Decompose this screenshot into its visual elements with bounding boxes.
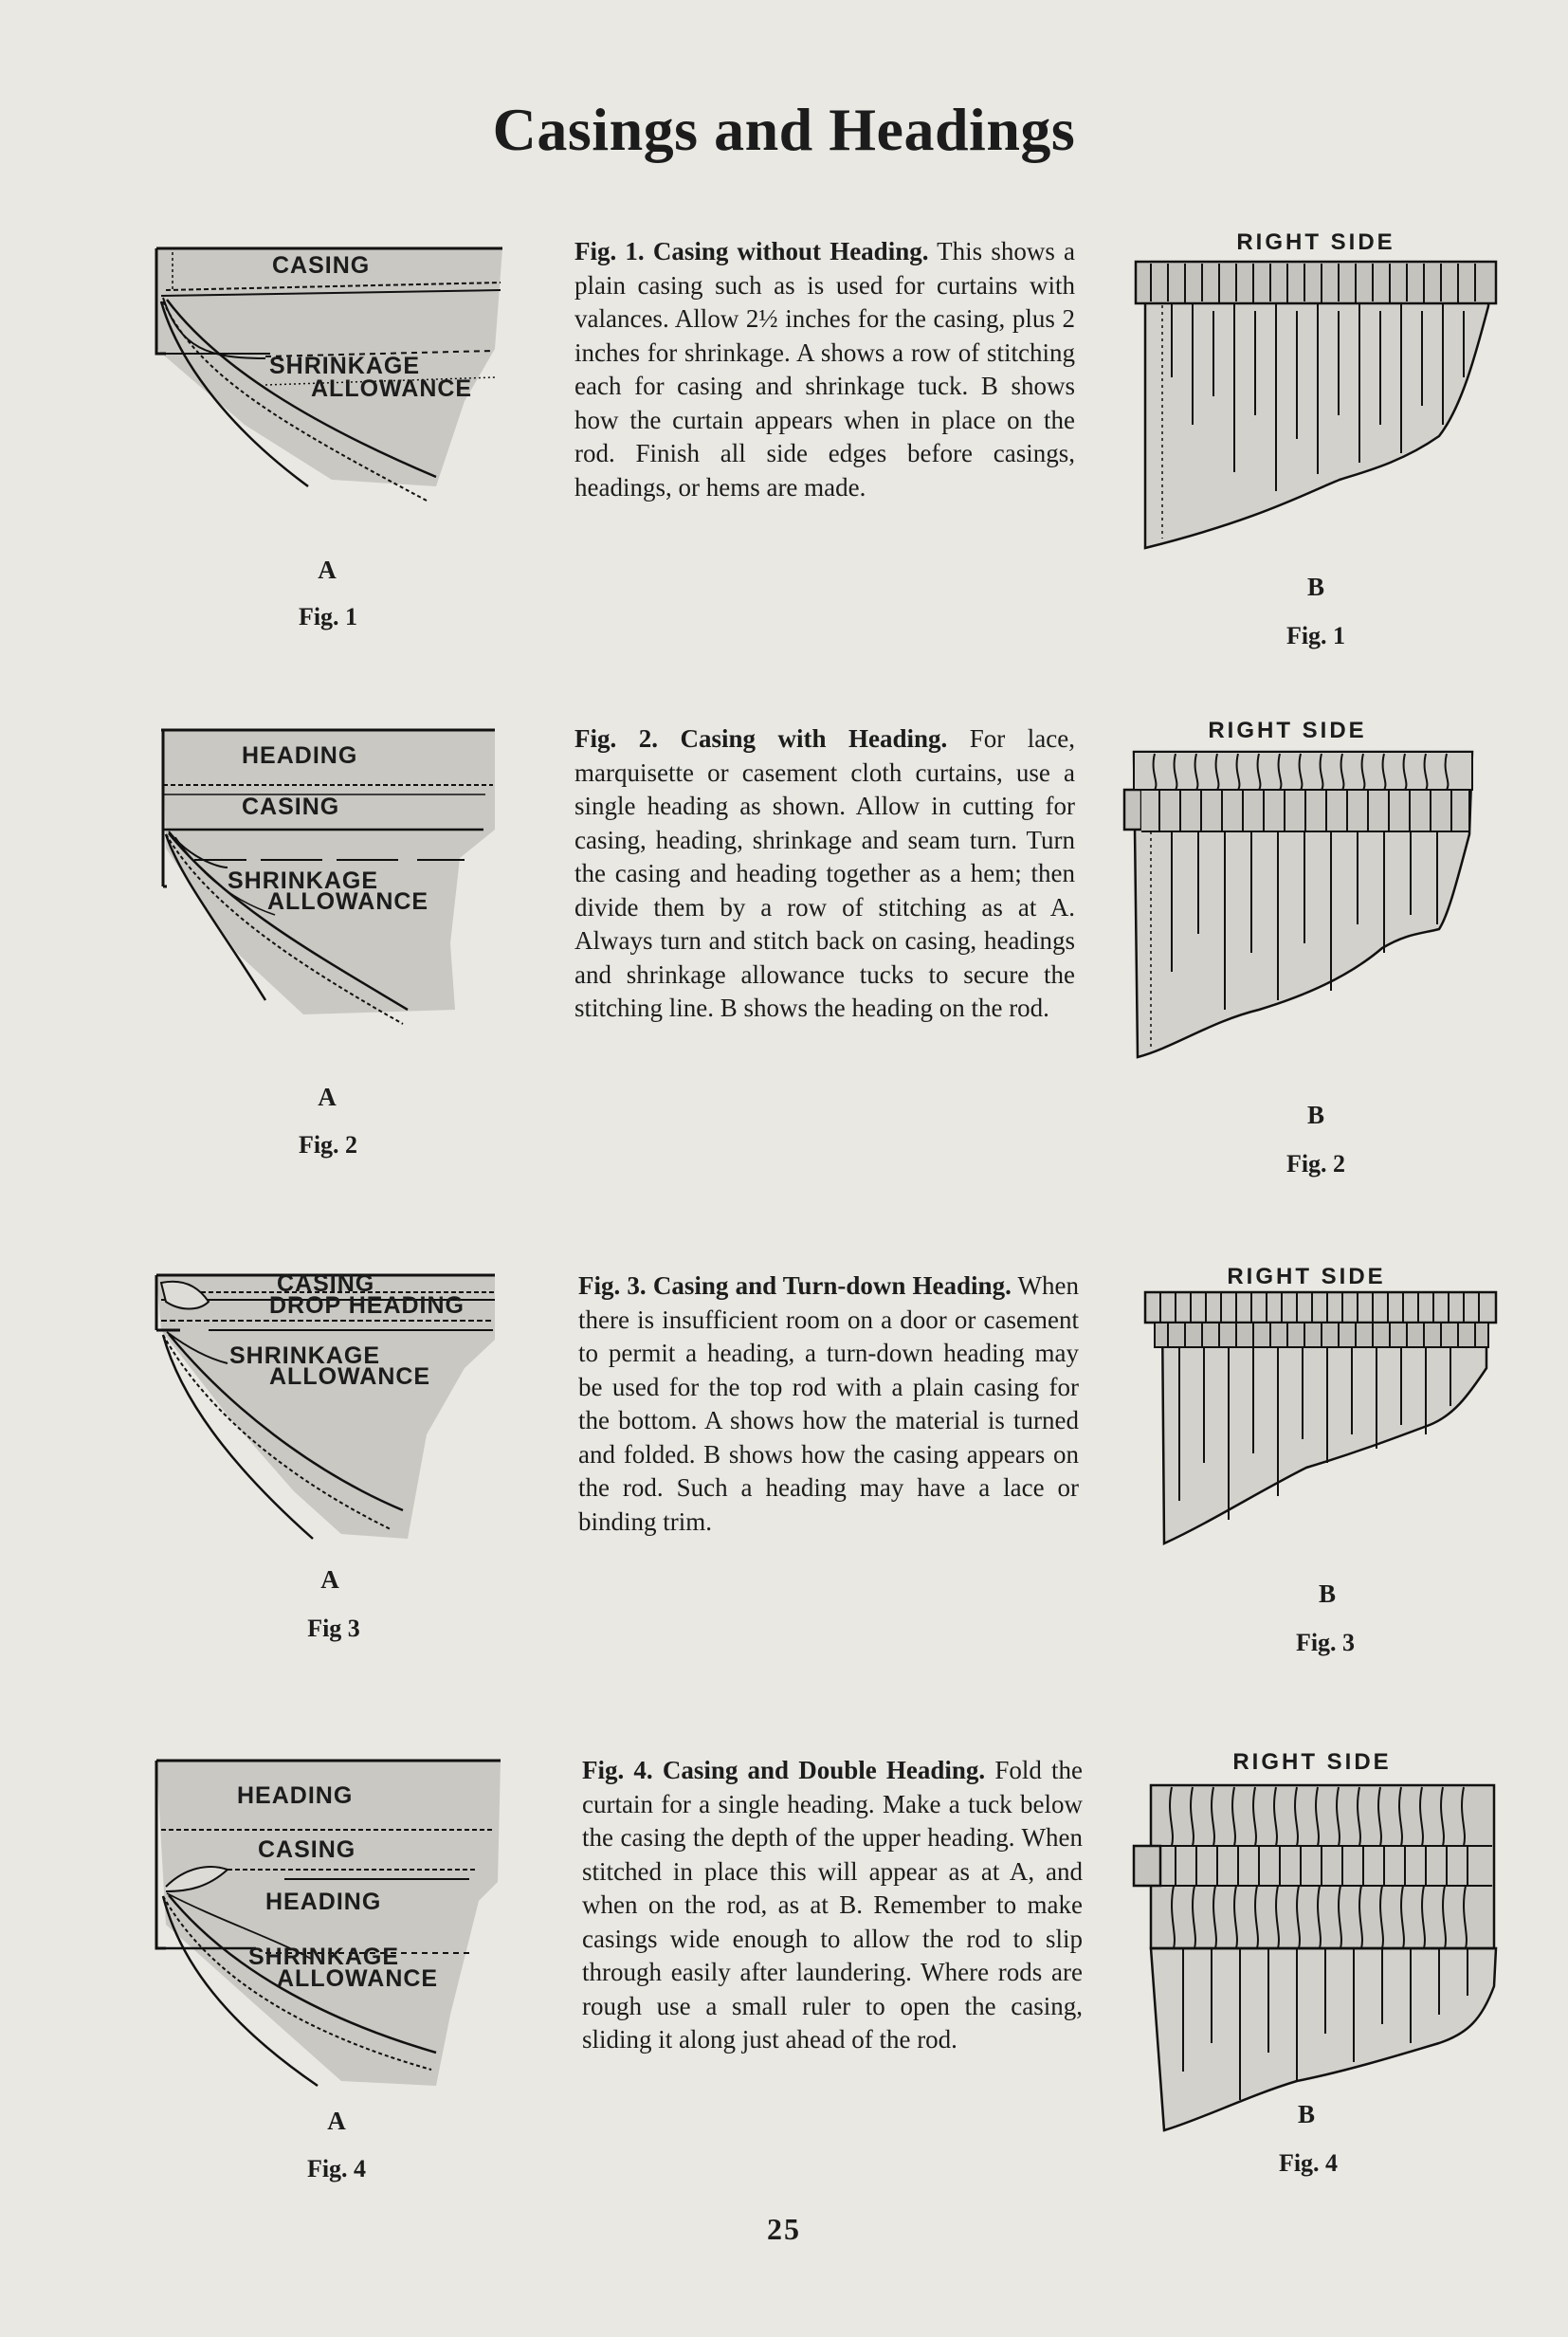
figure-1b-drawing (1117, 235, 1515, 557)
label-heading: HEADING (265, 1890, 381, 1914)
figure-section-3: CASING DROP HEADING SHRINKAGE ALLOWANCE … (0, 1273, 1568, 1804)
figure-1b-diagram: RIGHT SIDE B Fig. 1 (1117, 235, 1515, 671)
figure-2b-diagram: RIGHT SIDE (1117, 725, 1515, 1161)
figure-4a-diagram: HEADING CASING HEADING SHRINKAGE ALLOWAN… (142, 1759, 521, 2176)
figure-letter-a: A (301, 1565, 358, 1595)
figure-description-3: Fig. 3. Casing and Turn-down Heading. Wh… (578, 1269, 1079, 1539)
figure-3b-drawing (1117, 1273, 1515, 1577)
figure-caption: Fig. 2 (1259, 1150, 1373, 1178)
label-allowance: ALLOWANCE (269, 1365, 430, 1389)
figure-letter-a: A (308, 2107, 365, 2136)
figure-description-body: Fold the curtain for a single heading. M… (582, 1756, 1083, 2054)
figure-4b-diagram: RIGHT SIDE (1117, 1759, 1515, 2195)
page-number: 25 (0, 2212, 1568, 2247)
figure-section-1: CASING SHRINKAGE ALLOWANCE A Fig. 1 Fig.… (0, 235, 1568, 766)
figure-2a-diagram: HEADING CASING SHRINKAGE ALLOWANCE A Fig… (142, 725, 521, 1142)
figure-letter-a: A (299, 556, 356, 585)
figure-2b-drawing (1117, 725, 1515, 1086)
figure-caption: Fig 3 (277, 1615, 391, 1643)
figure-letter-a: A (299, 1083, 356, 1112)
figure-description-1: Fig. 1. Casing without Heading. This sho… (574, 235, 1075, 504)
figure-section-2: HEADING CASING SHRINKAGE ALLOWANCE A Fig… (0, 725, 1568, 1256)
figure-caption: Fig. 1 (1259, 622, 1373, 650)
figure-description-lead: Fig. 1. Casing without Heading. (574, 237, 928, 265)
figure-description-lead: Fig. 3. Casing and Turn-down Heading. (578, 1271, 1012, 1300)
label-heading: HEADING (237, 1784, 353, 1808)
figure-caption: Fig. 4 (1251, 2149, 1365, 2178)
label-allowance: ALLOWANCE (311, 377, 472, 401)
figure-description-lead: Fig. 4. Casing and Double Heading. (582, 1756, 985, 1784)
label-casing: CASING (272, 254, 370, 278)
figure-letter-b: B (1287, 1101, 1344, 1130)
figure-description-body: When there is insufficient room on a doo… (578, 1271, 1079, 1536)
figure-3a-diagram: CASING DROP HEADING SHRINKAGE ALLOWANCE … (142, 1273, 521, 1690)
figure-3b-diagram: RIGHT SIDE (1117, 1273, 1515, 1709)
label-allowance: ALLOWANCE (267, 890, 428, 914)
figure-section-4: HEADING CASING HEADING SHRINKAGE ALLOWAN… (0, 1759, 1568, 2290)
page-title: Casings and Headings (0, 95, 1568, 165)
figure-description-body: For lace, marquisette or casement cloth … (574, 724, 1075, 1022)
figure-4a-drawing (142, 1759, 521, 2109)
label-allowance: ALLOWANCE (277, 1967, 438, 1991)
label-casing: CASING (242, 795, 339, 819)
figure-description-lead: Fig. 2. Casing with Heading. (574, 724, 947, 753)
label-drop-heading: DROP HEADING (269, 1294, 465, 1318)
figure-description-4: Fig. 4. Casing and Double Heading. Fold … (582, 1754, 1083, 2057)
figure-caption: Fig. 1 (271, 603, 385, 631)
figure-description-2: Fig. 2. Casing with Heading. For lace, m… (574, 722, 1075, 1026)
figure-1a-diagram: CASING SHRINKAGE ALLOWANCE A Fig. 1 (142, 235, 521, 652)
figure-letter-b: B (1278, 2100, 1335, 2129)
figure-letter-b: B (1299, 1579, 1356, 1609)
figure-caption: Fig. 4 (280, 2155, 393, 2183)
figure-caption: Fig. 3 (1268, 1629, 1382, 1657)
label-casing: CASING (258, 1838, 356, 1862)
figure-description-body: This shows a plain casing such as is use… (574, 237, 1075, 502)
figure-1a-drawing (142, 235, 521, 595)
figure-caption: Fig. 2 (271, 1131, 385, 1159)
label-heading: HEADING (242, 744, 357, 768)
figure-letter-b: B (1287, 573, 1344, 602)
figure-4b-drawing (1117, 1759, 1515, 2138)
